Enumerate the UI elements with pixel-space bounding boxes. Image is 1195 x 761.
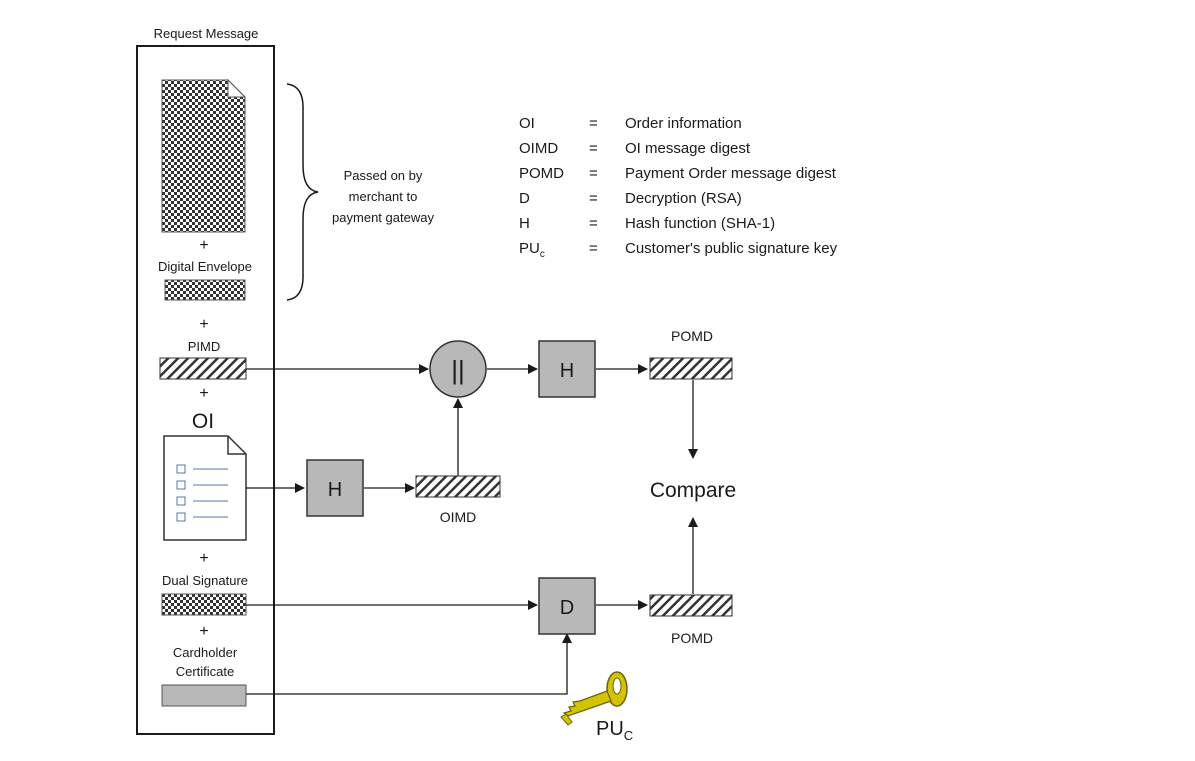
oimd-label: OIMD — [440, 509, 477, 525]
key-label: PUC — [596, 718, 633, 743]
legend-abbr-pu: PUc — [519, 240, 545, 260]
decrypt-block-label: D — [560, 597, 574, 619]
legend-abbr: OIMD — [519, 140, 558, 157]
legend-desc: Payment Order message digest — [625, 165, 837, 182]
hash-block-oi — [306, 459, 364, 517]
plus-sign-3: + — [199, 385, 208, 402]
legend-abbr: OI — [519, 115, 535, 132]
payment-info-document-icon — [161, 79, 246, 233]
legend-abbr: D — [519, 190, 530, 207]
dual-signature-label: Dual Signature — [162, 573, 248, 588]
legend-abbr-subscript: c — [540, 249, 545, 260]
key-label-main: PU — [596, 718, 624, 740]
oimd-bar — [415, 475, 501, 498]
hash-block-top-label: H — [560, 360, 574, 382]
plus-sign-1: + — [199, 237, 208, 254]
pimd-bar — [159, 357, 247, 380]
legend: OI = Order information OIMD = OI message… — [519, 115, 838, 260]
concatenation-operator — [429, 340, 487, 398]
legend-equals: = — [589, 215, 598, 232]
hash-block-oi-label: H — [328, 479, 342, 501]
request-message-box — [136, 45, 275, 735]
legend-desc: Customer's public signature key — [625, 240, 838, 257]
document-fold-corner — [227, 78, 247, 98]
cardholder-certificate-label-line1: Cardholder — [173, 645, 238, 660]
legend-desc: OI message digest — [625, 140, 751, 157]
legend-abbr: POMD — [519, 165, 564, 182]
pomd-label-top: POMD — [671, 328, 713, 344]
arrow-certificate-to-decrypt — [246, 633, 572, 695]
legend-equals: = — [589, 140, 598, 157]
decrypt-block — [538, 577, 596, 635]
pomd-label-bottom: POMD — [671, 630, 713, 646]
brace-note-line2: merchant to — [349, 189, 418, 204]
compare-label: Compare — [650, 479, 736, 502]
brace-note-line3: payment gateway — [332, 210, 434, 225]
pimd-label: PIMD — [188, 339, 221, 354]
request-message-title: Request Message — [154, 26, 259, 41]
concatenation-symbol: || — [451, 355, 465, 385]
legend-desc: Order information — [625, 115, 742, 132]
legend-equals: = — [589, 240, 598, 257]
legend-desc: Hash function (SHA-1) — [625, 215, 775, 232]
pomd-bar-bottom — [649, 594, 733, 617]
curly-brace — [286, 83, 319, 301]
pomd-bar-top — [649, 357, 733, 380]
legend-abbr-main: PU — [519, 240, 540, 257]
hash-block-top — [538, 340, 596, 398]
legend-equals: = — [589, 115, 598, 132]
oi-label: OI — [192, 410, 214, 433]
plus-sign-2: + — [199, 316, 208, 333]
key-label-subscript: C — [624, 728, 633, 743]
brace-note-line1: Passed on by — [344, 168, 423, 183]
plus-sign-4: + — [199, 550, 208, 567]
legend-equals: = — [589, 190, 598, 207]
order-info-document-icon — [163, 435, 247, 541]
plus-sign-5: + — [199, 623, 208, 640]
cardholder-certificate-bar — [161, 684, 247, 707]
digital-envelope-label: Digital Envelope — [158, 259, 252, 274]
cardholder-certificate-label-line2: Certificate — [176, 664, 235, 679]
legend-equals: = — [589, 165, 598, 182]
dual-signature-bar — [161, 593, 247, 616]
legend-desc: Decryption (RSA) — [625, 190, 742, 207]
key-icon — [560, 671, 628, 726]
digital-envelope-bar — [164, 279, 246, 301]
legend-abbr: H — [519, 215, 530, 232]
